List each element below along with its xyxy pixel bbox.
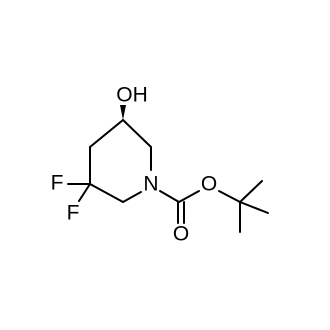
- stereo-wedge-bond: [120, 105, 126, 120]
- carbonyl-oxygen-label: O: [173, 223, 189, 246]
- fluorine-top-label: F: [51, 172, 64, 195]
- hydroxyl-label: OH: [116, 84, 148, 107]
- fluorine-bottom-label: F: [67, 202, 80, 225]
- ester-oxygen-label: O: [201, 173, 217, 196]
- bond-c3-c2: [89, 183, 124, 203]
- bond-tert-methyl-right: [239, 201, 269, 214]
- nitrogen-label: N: [143, 173, 158, 196]
- bond-ester-oxygen-tert-carbon: [218, 190, 241, 203]
- bond-c3-f-bottom: [78, 183, 91, 202]
- bond-c2-n: [122, 191, 142, 203]
- bond-tert-methyl-top: [239, 180, 263, 203]
- bond-c5-c4: [89, 119, 124, 148]
- bond-c5-c6: [122, 119, 152, 148]
- bond-carbonyl-ester-oxygen: [178, 190, 200, 203]
- bond-n-carbonyl: [159, 190, 180, 203]
